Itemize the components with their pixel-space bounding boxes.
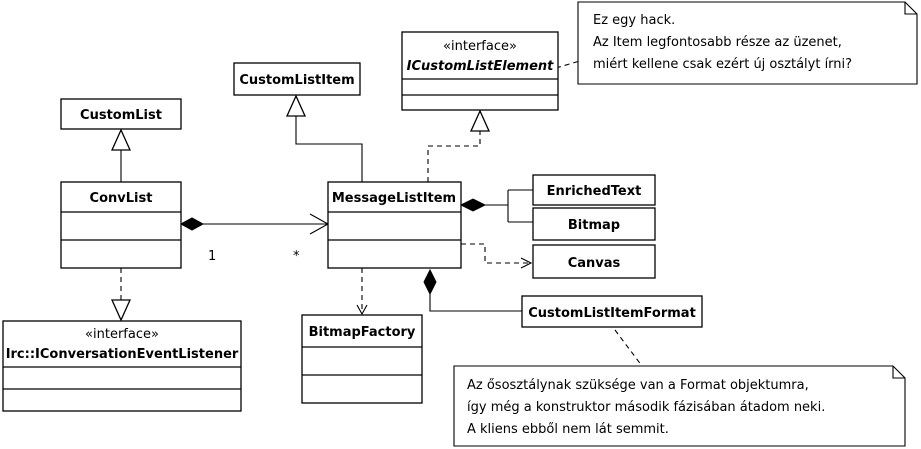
class-name: ConvList (90, 191, 153, 206)
class-enrichedtext: EnrichedText (532, 174, 656, 206)
composition-messagelistitem-enrichedtext-bitmap (459, 189, 533, 223)
class-name: CustomListItem (239, 73, 354, 88)
class-name: Bitmap (568, 218, 620, 233)
note-line: A kliens ebből nem lát semmit. (467, 422, 669, 437)
class-convlist: ConvList (60, 181, 182, 269)
class-name: Irc::IConversationEventListener (6, 347, 239, 362)
note-hack: Ez egy hack. Az Item legfontosabb része … (577, 1, 918, 85)
note-line: Az Item legfontosabb része az üzenet, (593, 35, 842, 50)
multiplicity-conv-side: 1 (208, 249, 216, 264)
note-format: Az ősosztálynak szüksége van a Format ob… (453, 365, 906, 447)
class-name: MessageListItem (332, 191, 456, 206)
note-line: Ez egy hack. (593, 13, 675, 28)
dependency-messagelistitem-canvas (461, 243, 533, 269)
realization-messagelistitem-icustomlistelement (427, 109, 491, 182)
note-line: miért kellene csak ezért új osztályt írn… (593, 57, 852, 72)
note-anchor-format (614, 329, 643, 367)
class-customlistitem: CustomListItem (233, 62, 361, 96)
class-name: CustomList (80, 108, 162, 123)
note-line: Az ősosztálynak szüksége van a Format ob… (467, 378, 809, 393)
class-name: ICustomListElement (407, 59, 555, 74)
dependency-messagelistitem-bitmapfactory (356, 268, 368, 316)
class-name: EnrichedText (547, 184, 642, 199)
generalization-convlist-customlist (110, 128, 132, 182)
realization-convlist-listener (110, 268, 132, 322)
interface-icustomlistelement: «interface» ICustomListElement (401, 31, 559, 111)
generalization-messagelistitem-customlistitem (285, 94, 363, 182)
class-canvas: Canvas (532, 244, 656, 279)
stereotype-label: «interface» (443, 39, 517, 54)
composition-convlist-messagelistitem (179, 213, 330, 235)
class-name: BitmapFactory (309, 325, 416, 340)
class-name: Canvas (568, 256, 621, 271)
class-name: CustomListItemFormat (528, 306, 696, 321)
stereotype-label: «interface» (85, 327, 159, 342)
class-customlistitemformat: CustomListItemFormat (521, 295, 703, 328)
interface-irc-iconversationeventlistener: «interface» Irc::IConversationEventListe… (2, 320, 242, 412)
class-customlist: CustomList (60, 98, 182, 130)
class-bitmapfactory: BitmapFactory (301, 314, 423, 404)
note-line: így még a konstruktor második fázisában … (467, 400, 825, 415)
multiplicity-item-side: * (293, 249, 300, 264)
class-messagelistitem: MessageListItem (327, 181, 462, 269)
class-bitmap: Bitmap (532, 207, 656, 241)
composition-messagelistitem-customlistitemformat (423, 268, 522, 312)
